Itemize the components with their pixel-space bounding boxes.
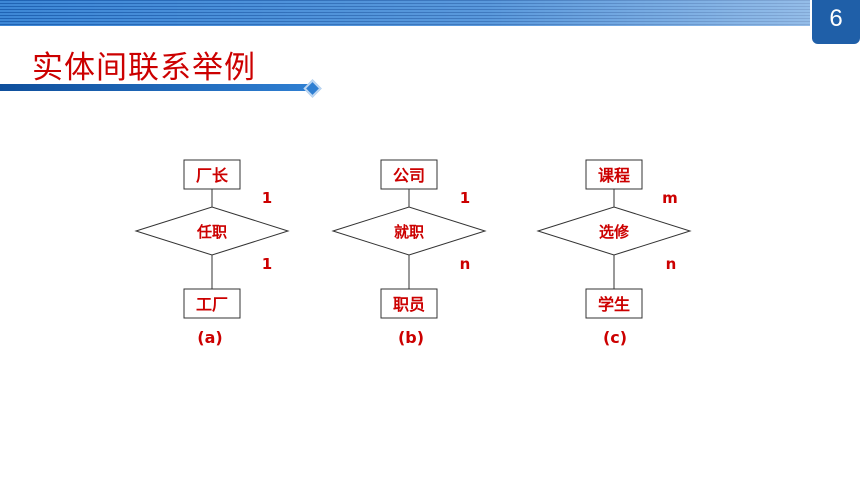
relationship-diamond	[331, 206, 487, 256]
cardinality-top: 1	[460, 189, 470, 207]
cardinality-bottom: n	[666, 255, 677, 273]
relation-label: 就职	[394, 223, 424, 241]
er-diagram-b: 公司 就职 职员 1 n (b)	[331, 159, 487, 347]
cardinality-top: 1	[262, 189, 272, 207]
diagram-caption: (c)	[603, 328, 627, 347]
relation-label: 任职	[196, 223, 227, 241]
cardinality-top: m	[662, 189, 678, 207]
cardinality-bottom: n	[460, 255, 471, 273]
slide-title: 实体间联系举例	[32, 50, 256, 86]
page-number-badge: 6	[812, 0, 860, 44]
page-number: 6	[829, 5, 843, 32]
entity-top-label: 厂长	[196, 166, 229, 185]
entity-box-bottom	[585, 288, 643, 319]
entity-box-bottom	[183, 288, 241, 319]
entity-box-top	[183, 159, 241, 190]
relationship-diamond	[134, 206, 290, 256]
er-diagram-c: 课程 选修 学生 m n (c)	[536, 159, 692, 347]
entity-box-bottom	[380, 288, 438, 319]
entity-bottom-label: 职员	[393, 295, 425, 314]
entity-box-top	[585, 159, 643, 190]
entity-top-label: 公司	[393, 166, 425, 185]
entity-top-label: 课程	[598, 166, 630, 185]
relation-label: 选修	[599, 223, 630, 241]
diagram-caption: (b)	[398, 328, 424, 347]
er-diagram-a: 厂长 任职 工厂 1 1 (a)	[134, 159, 290, 347]
entity-bottom-label: 工厂	[196, 295, 228, 314]
header-stripe-bar	[0, 0, 810, 26]
entity-bottom-label: 学生	[598, 295, 630, 314]
diagram-caption: (a)	[197, 328, 222, 347]
cardinality-bottom: 1	[262, 255, 272, 273]
title-underline	[0, 84, 312, 91]
entity-box-top	[380, 159, 438, 190]
relationship-diamond	[536, 206, 692, 256]
